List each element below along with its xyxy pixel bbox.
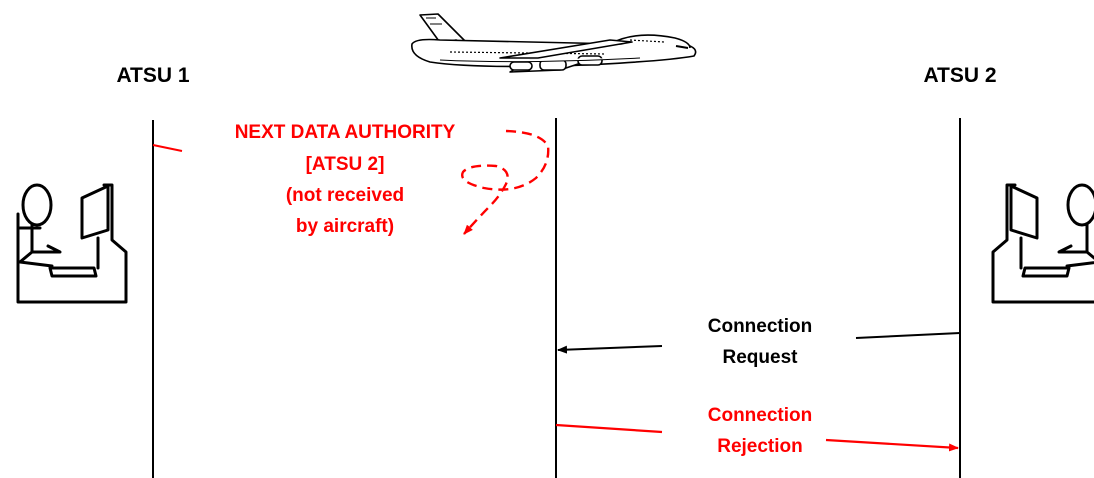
controller-workstation-icon-left [16, 183, 128, 304]
nda-label-line3: (not received [286, 185, 404, 206]
atsu1-title: ATSU 1 [116, 64, 189, 87]
request-arrow-left-segment [557, 345, 663, 354]
request-label-line1: Connection [708, 316, 813, 337]
nda-origin-segment [152, 144, 183, 152]
request-arrow-right-segment [855, 332, 961, 339]
nda-label-line4: by aircraft) [296, 216, 394, 237]
atsu2-title: ATSU 2 [923, 64, 996, 87]
rejection-label-line1: Connection [708, 405, 813, 426]
nda-label-line2: [ATSU 2] [306, 154, 385, 175]
rejection-arrow-right-segment [825, 438, 959, 452]
request-label-line2: Request [723, 347, 799, 368]
nda-label-line1: NEXT DATA AUTHORITY [235, 122, 456, 143]
nda-lost-message-arrow [461, 129, 550, 235]
rejection-label-line2: Rejection [717, 436, 803, 457]
rejection-arrow-left-segment [555, 423, 663, 434]
controller-workstation-icon-right [991, 183, 1094, 304]
airliner-icon [411, 13, 697, 73]
